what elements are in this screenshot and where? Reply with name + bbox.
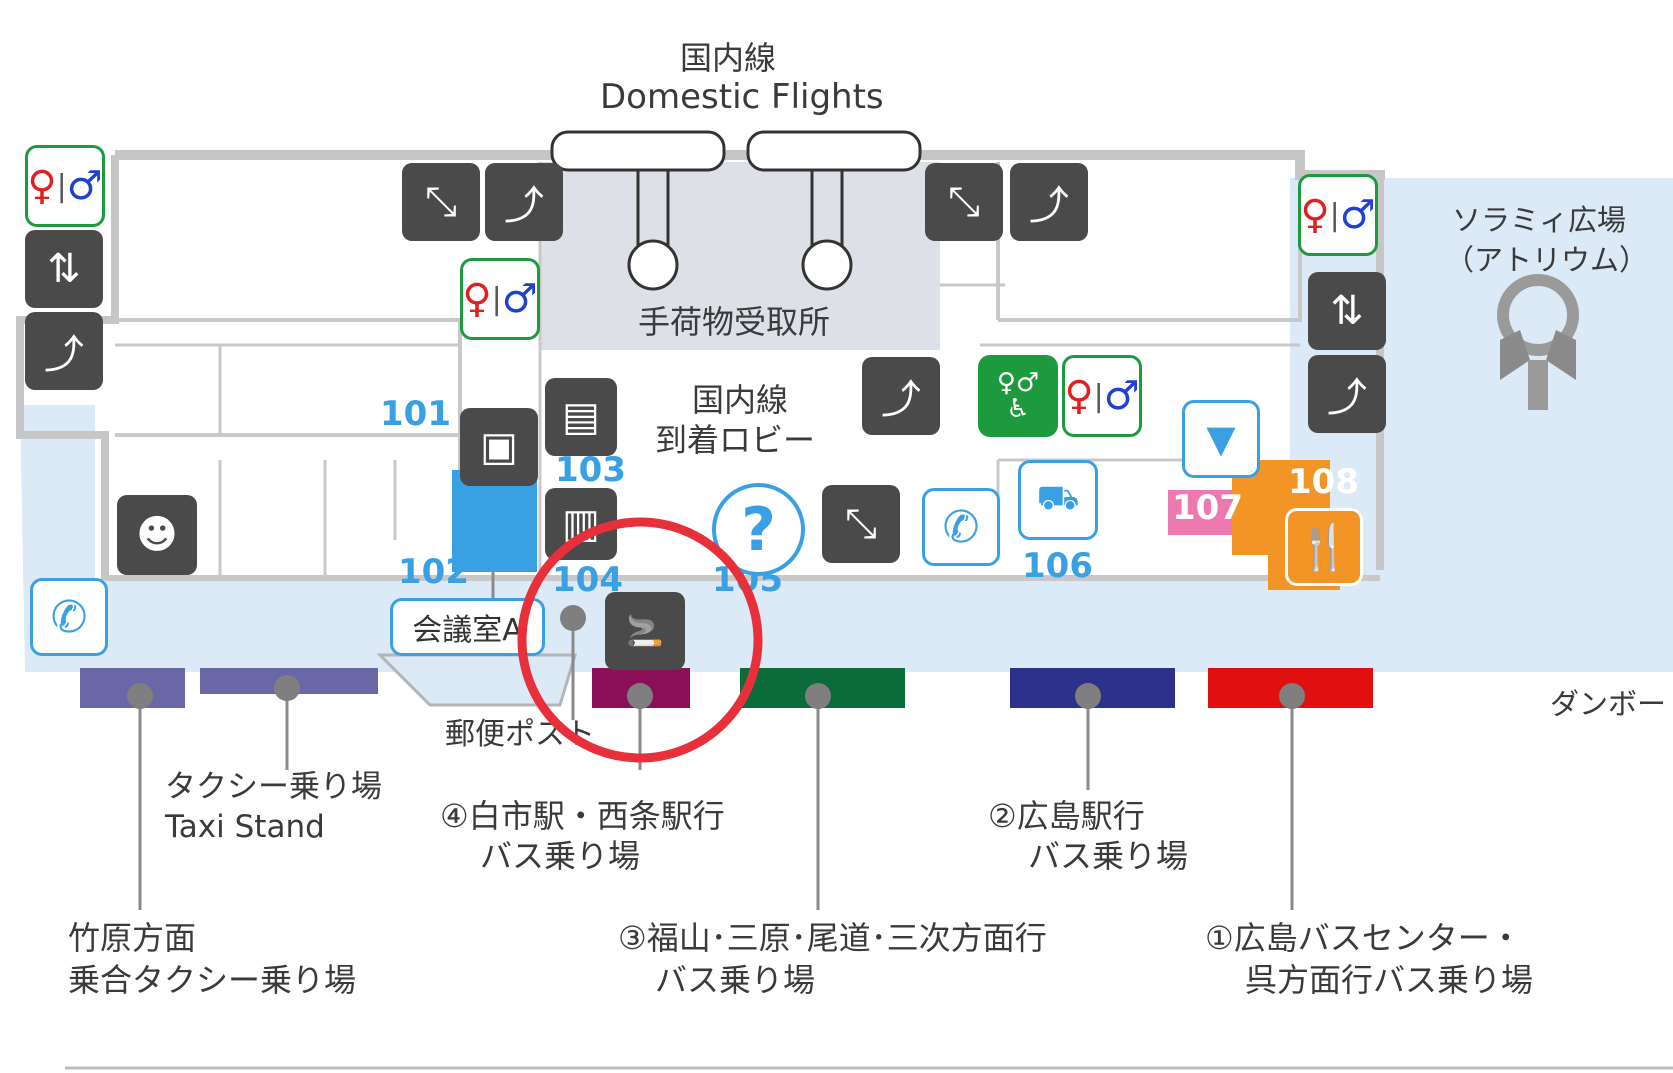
phone-icon[interactable]: ✆ <box>922 488 1000 566</box>
stairs-icon[interactable]: ⤴ <box>1308 355 1386 433</box>
stop2-label-2: バス乗り場 <box>1028 837 1189 875</box>
post-box-label: 郵便ポスト <box>445 717 595 752</box>
stop3-label-1: ③福山･三原･尾道･三次方面行 <box>618 919 1047 957</box>
information-icon[interactable]: ? <box>712 483 805 576</box>
locker-icon[interactable]: ▤ <box>545 378 617 456</box>
stop3-label-2: バス乗り場 <box>655 961 816 999</box>
stairs-icon[interactable]: ⤴ <box>485 163 563 241</box>
restroom-icon[interactable]: ♀|♂ <box>25 145 105 227</box>
room-103[interactable]: 103 <box>555 450 626 490</box>
phone-icon[interactable]: ✆ <box>30 578 108 656</box>
danbo-label: ダンボー <box>1550 687 1667 721</box>
meeting-room-label: 会議室A <box>412 613 523 648</box>
restroom-icon[interactable]: ♀|♂ <box>460 258 540 340</box>
room-101[interactable]: 101 <box>380 394 451 434</box>
accessible-restroom-icon[interactable]: ♀♂♿ <box>978 355 1058 437</box>
takehara-label-2: 乗合タクシー乗り場 <box>68 961 357 999</box>
stop1-label-1: ①広島バスセンター・ <box>1205 919 1522 957</box>
staff-icon[interactable]: ☻ <box>117 495 197 575</box>
elevator-icon[interactable]: ⇅ <box>25 230 103 308</box>
atrium-label-2: （アトリウム） <box>1445 243 1649 277</box>
atrium-icon <box>1497 274 1579 410</box>
escalator-icon[interactable]: ⤡ <box>402 163 480 241</box>
domestic-flights-en: Domestic Flights <box>600 77 884 117</box>
elevator-icon[interactable]: ⇅ <box>1308 272 1386 350</box>
takehara-label-1: 竹原方面 <box>68 919 197 957</box>
baggage-claim-label: 手荷物受取所 <box>638 303 831 341</box>
restroom-icon[interactable]: ♀|♂ <box>1062 355 1142 437</box>
escalator-icon[interactable]: ⤡ <box>822 485 900 563</box>
room-106[interactable]: 106 <box>1022 546 1093 586</box>
locker-icon[interactable]: ▥ <box>545 488 617 560</box>
stairs-icon[interactable]: ⤴ <box>1010 163 1088 241</box>
stop1-label-2: 呉方面行バス乗り場 <box>1245 961 1534 999</box>
atrium-label-1: ソラミィ広場 <box>1452 203 1627 237</box>
meeting-room-a[interactable]: 会議室A <box>390 598 545 656</box>
room-108[interactable]: 108 <box>1288 462 1359 502</box>
smoking-area-icon[interactable]: 🚬 <box>605 592 685 670</box>
stairs-icon[interactable]: ⤴ <box>25 312 103 390</box>
taxi-stand-jp: タクシー乗り場 <box>165 769 382 805</box>
stairs-icon[interactable]: ⤴ <box>862 357 940 435</box>
arrival-lobby-label-1: 国内線 <box>692 381 789 419</box>
baggage-service-icon[interactable]: ⛟ <box>1018 460 1098 540</box>
baggage-service-icon[interactable]: ▣ <box>460 408 538 486</box>
taxi-stand-en: Taxi Stand <box>165 809 325 845</box>
atm-icon[interactable]: ▼ <box>1182 400 1260 478</box>
room-102[interactable]: 102 <box>398 552 469 592</box>
stop4-label-2: バス乗り場 <box>480 837 641 875</box>
restroom-icon[interactable]: ♀|♂ <box>1298 174 1378 256</box>
room-107[interactable]: 107 <box>1172 488 1243 528</box>
stop2-label-1: ②広島駅行 <box>988 797 1145 835</box>
stop4-label-1: ④白市駅・西条駅行 <box>440 797 725 835</box>
restaurant-icon[interactable]: 🍴 <box>1285 508 1363 586</box>
escalator-icon[interactable]: ⤡ <box>925 163 1003 241</box>
domestic-flights-jp: 国内線 <box>680 39 777 77</box>
arrival-lobby-label-2: 到着ロビー <box>655 421 816 459</box>
